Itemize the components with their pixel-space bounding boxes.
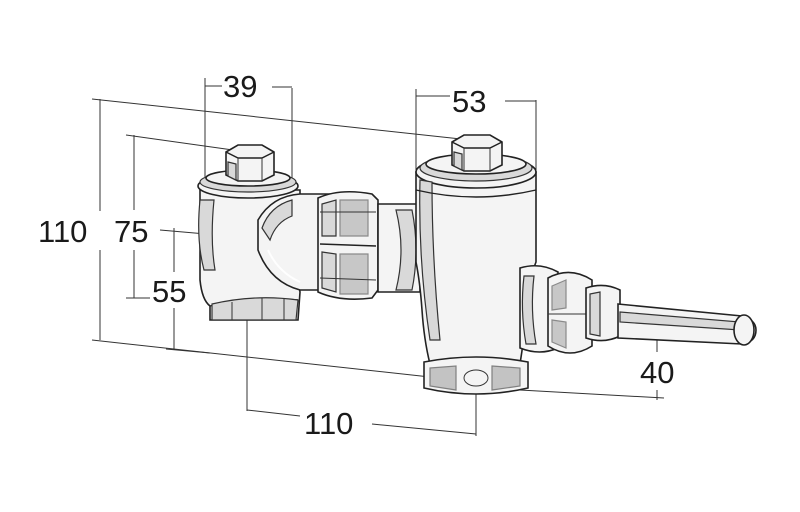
dim-inlet-height: 75 <box>114 214 148 249</box>
valve-body <box>197 134 757 395</box>
dim-overall-height: 110 <box>38 214 87 249</box>
dim-top-left-width: 39 <box>223 69 257 104</box>
dim-overall-length: 110 <box>304 406 353 441</box>
dim-top-right-width: 53 <box>452 84 486 119</box>
dim-base-height: 55 <box>152 274 186 309</box>
dim-handle-offset: 40 <box>640 355 674 390</box>
